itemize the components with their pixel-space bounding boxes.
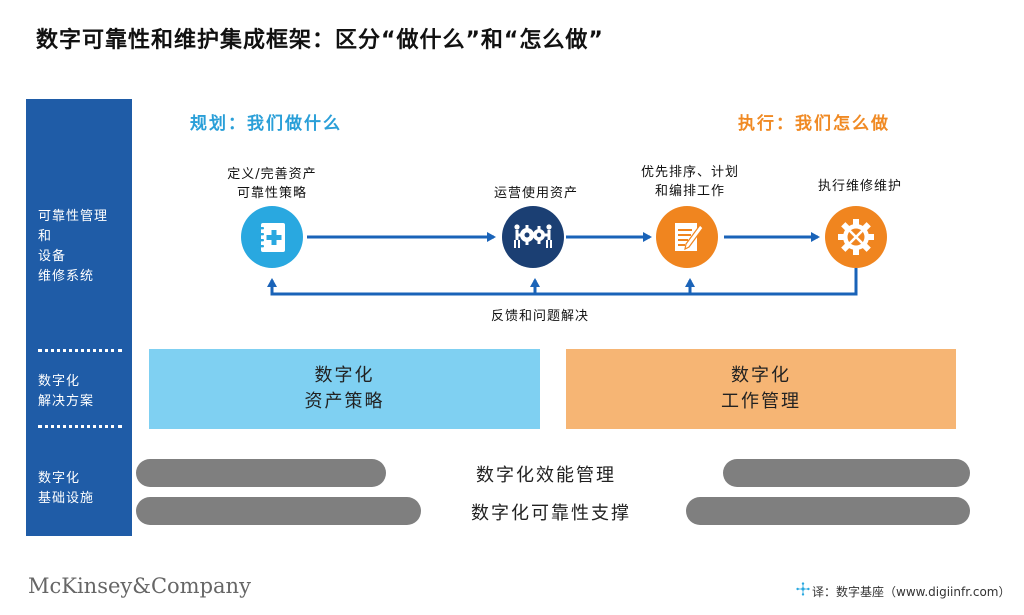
translation-credit: 译：数字基座（www.digiinfr.com） bbox=[812, 585, 1011, 599]
solution-asset-strategy: 数字化 资产策略 bbox=[149, 349, 540, 429]
sidebar-label-reliability: 可靠性管理 和 设备 维修系统 bbox=[38, 209, 109, 284]
feedback-label: 反馈和问题解决 bbox=[490, 309, 589, 324]
sidebar-label-solutions: 数字化 解决方案 bbox=[38, 374, 95, 409]
document-pencil-icon bbox=[675, 223, 704, 251]
infra-reliability-support: 数字化可靠性支撑 bbox=[471, 503, 631, 524]
step-define-strategy bbox=[241, 206, 303, 268]
infra-bar bbox=[136, 497, 421, 525]
network-icon bbox=[796, 582, 810, 596]
step-operate-assets bbox=[502, 206, 564, 268]
step-label-operate-assets: 运营使用资产 bbox=[493, 186, 578, 201]
sidebar: 可靠性管理 和 设备 维修系统 数字化 解决方案 数字化 基础设施 bbox=[26, 99, 132, 536]
notebook-plus-icon bbox=[257, 223, 285, 252]
step-execute-maintenance bbox=[825, 206, 887, 268]
infra-bar bbox=[136, 459, 386, 487]
sidebar-divider bbox=[38, 425, 122, 428]
step-prioritize-plan bbox=[656, 206, 718, 268]
feedback-loop-arrow bbox=[267, 268, 858, 296]
gear-tools-icon bbox=[838, 219, 874, 255]
phase-execute-heading: 执行：我们怎么做 bbox=[738, 114, 890, 134]
step-label-execute-maintenance: 执行维修维护 bbox=[817, 179, 902, 194]
step-label-prioritize-plan: 优先排序、计划 和编排工作 bbox=[640, 165, 739, 199]
sidebar-label-infrastructure: 数字化 基础设施 bbox=[38, 471, 95, 506]
step-label-define-strategy: 定义/完善资产 可靠性策略 bbox=[227, 167, 317, 201]
sidebar-divider bbox=[38, 349, 122, 352]
page-title: 数字可靠性和维护集成框架：区分“做什么”和“怎么做” bbox=[36, 28, 604, 53]
infra-bar bbox=[686, 497, 970, 525]
infra-bar bbox=[723, 459, 970, 487]
mckinsey-logo: McKinsey&Company bbox=[28, 574, 251, 598]
infra-performance-management: 数字化效能管理 bbox=[476, 465, 616, 486]
solution-work-management: 数字化 工作管理 bbox=[566, 349, 956, 429]
gears-people-icon bbox=[514, 224, 552, 248]
phase-plan-heading: 规划：我们做什么 bbox=[190, 114, 342, 134]
